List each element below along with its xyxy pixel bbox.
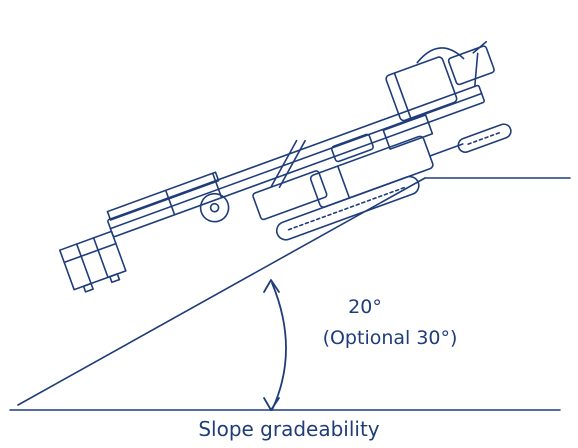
slope-line xyxy=(17,177,426,406)
crawler-lift-icon xyxy=(58,40,512,293)
diagram-caption: Slope gradeability xyxy=(198,417,380,441)
angle-value-label: 20° xyxy=(348,296,382,318)
angle-arc-icon xyxy=(263,279,287,411)
optional-angle-label: (Optional 30°) xyxy=(322,327,458,349)
